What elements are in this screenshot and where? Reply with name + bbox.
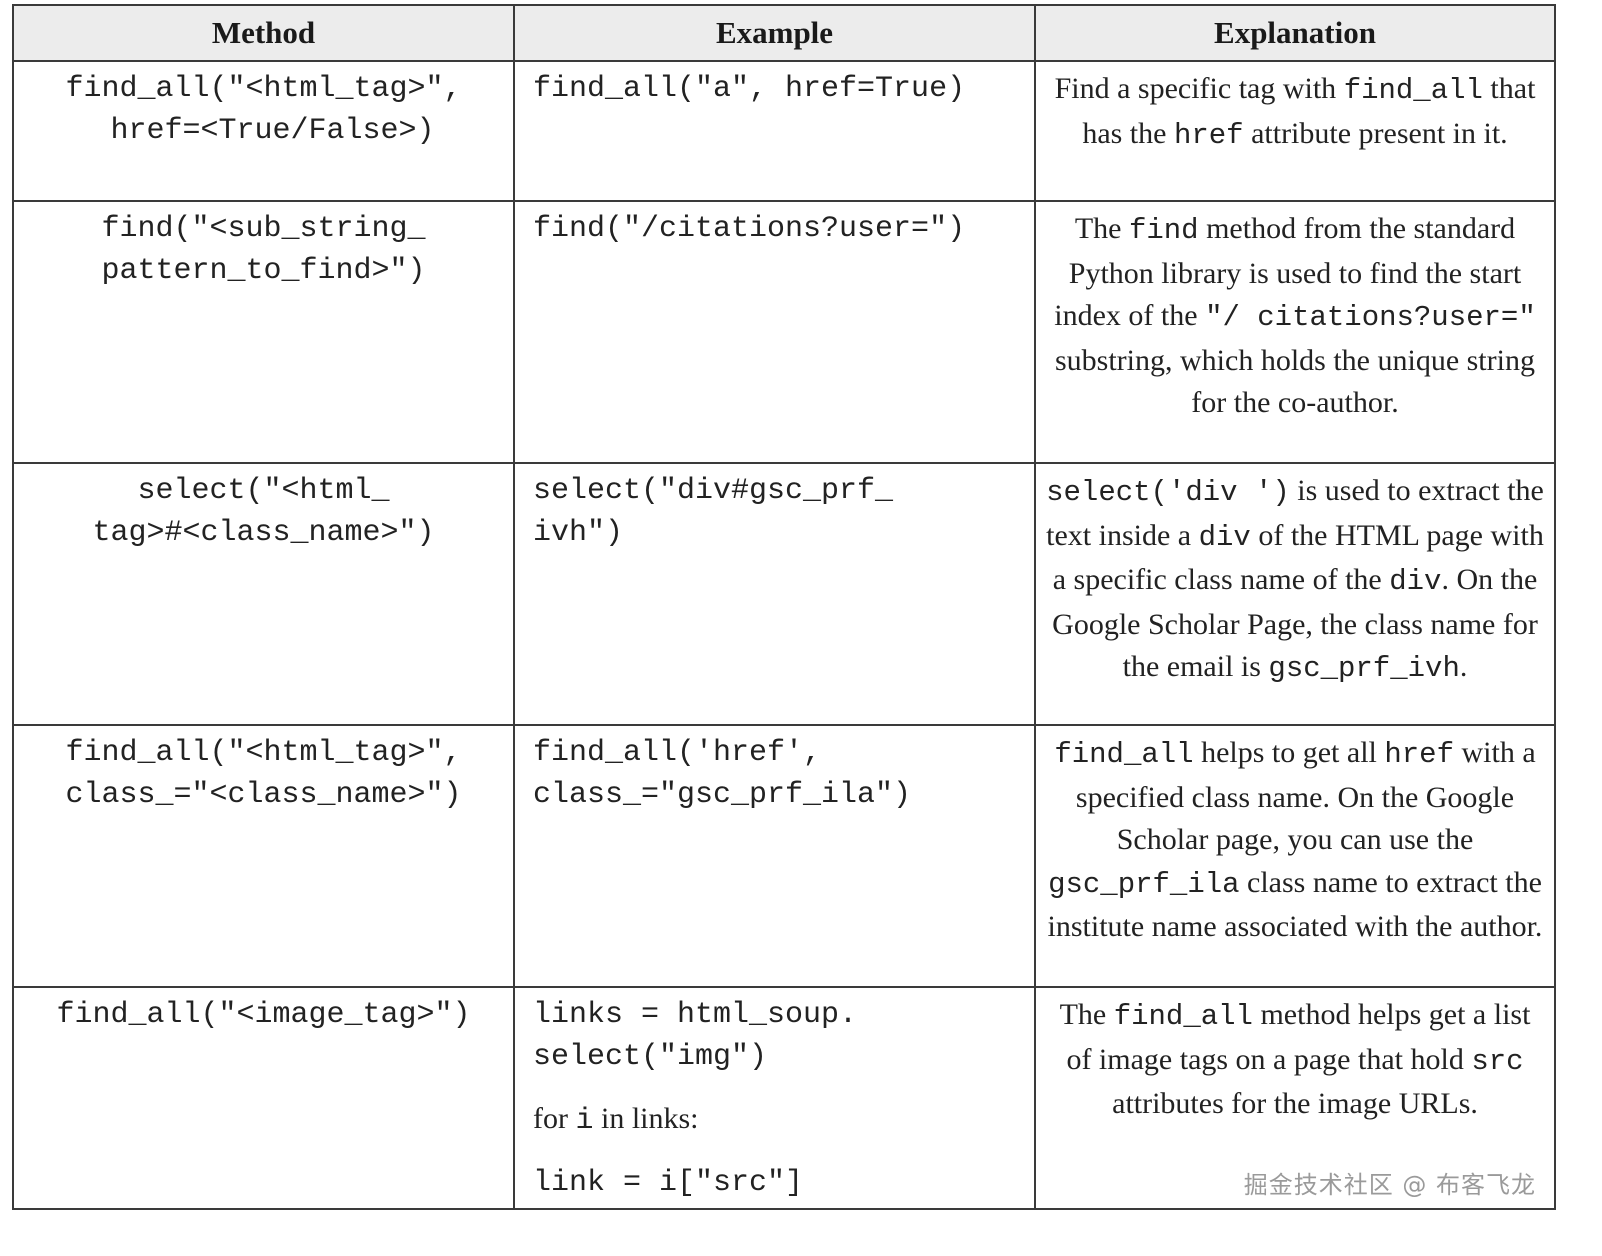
inline-text: of the HTML page with a specific class n…: [1052, 518, 1544, 597]
example-code-link: link = i["src"]: [533, 1166, 804, 1200]
explanation-text: The find method from the standard Python…: [1036, 202, 1554, 429]
explanation-text: Find a specific tag with find_all that h…: [1036, 62, 1554, 161]
table-row: find_all("<image_tag>") links = html_sou…: [12, 986, 1556, 1210]
inline-text: class name to extract the institute name…: [1047, 865, 1543, 944]
inline-code: src: [1471, 1044, 1524, 1078]
explanation-text: The find_all method helps get a list of …: [1036, 988, 1554, 1130]
header-explanation: Explanation: [1034, 4, 1556, 62]
table-row: find_all("<html_tag>", href=<True/False>…: [12, 60, 1556, 202]
example-code: find_all("a", href=True): [533, 72, 966, 106]
inline-code: href: [1384, 738, 1454, 771]
method-code: find_all("<html_tag>", href=<True/False>…: [65, 72, 462, 148]
inline-code: gsc_prf_ivh: [1268, 652, 1460, 685]
inline-text: The: [1059, 998, 1114, 1031]
explanation-cell: Find a specific tag with find_all that h…: [1034, 60, 1556, 202]
inline-code: "/ citations?user=": [1205, 301, 1536, 334]
inline-text: substring, which holds the unique string…: [1055, 343, 1535, 420]
explanation-cell: The find method from the standard Python…: [1034, 200, 1556, 464]
table-row: find("<sub_string_ pattern_to_find>") fi…: [12, 200, 1556, 464]
inline-text: attributes for the image URLs.: [1112, 1087, 1478, 1120]
inline-code: div: [1198, 520, 1251, 554]
method-code: find_all("<html_tag>", class_="<class_na…: [65, 736, 462, 812]
inline-text: The: [1074, 212, 1129, 245]
example-code-links: links = html_soup. select("img"): [533, 998, 858, 1074]
inline-code: gsc_prf_ila: [1048, 867, 1240, 901]
inline-text: .: [1459, 650, 1468, 683]
inline-text: attribute present in it.: [1243, 116, 1508, 150]
header-method: Method: [12, 4, 515, 62]
explanation-text: find_all helps to get all href with a sp…: [1036, 726, 1554, 953]
example-text-in-links: in links:: [593, 1102, 699, 1135]
explanation-cell: find_all helps to get all href with a sp…: [1034, 724, 1556, 988]
table-row: find_all("<html_tag>", class_="<class_na…: [12, 724, 1556, 988]
example-cell: find_all('href', class_="gsc_prf_ila"): [513, 724, 1036, 988]
example-code: links = html_soup. select("img") for i in…: [515, 988, 1034, 1204]
inline-text: that has the: [1082, 72, 1536, 150]
explanation-cell: select('div ') is used to extract the te…: [1034, 462, 1556, 726]
example-code: find("/citations?user="): [533, 212, 966, 246]
example-code-i: i: [575, 1104, 594, 1138]
example-cell: links = html_soup. select("img") for i in…: [513, 986, 1036, 1210]
method-code: find("<sub_string_ pattern_to_find>"): [101, 212, 426, 288]
example-cell: find("/citations?user="): [513, 200, 1036, 464]
header-row: Method Example Explanation: [12, 4, 1556, 62]
example-text-for: for: [533, 1102, 576, 1135]
inline-code: find_all: [1113, 1000, 1253, 1033]
inline-code: find_all: [1054, 738, 1194, 771]
inline-text: with a specified class name. On the Goog…: [1075, 736, 1536, 856]
watermark: 掘金技术社区 @ 布客飞龙: [1243, 1171, 1536, 1199]
method-code: select("<html_ tag>#<class_name>"): [92, 474, 435, 550]
inline-code: find_all: [1343, 74, 1483, 107]
table-row: select("<html_ tag>#<class_name>") selec…: [12, 462, 1556, 726]
inline-text: Find a specific tag with: [1054, 72, 1344, 105]
example-code: find_all('href', class_="gsc_prf_ila"): [533, 736, 912, 812]
explanation-cell: The find_all method helps get a list of …: [1034, 986, 1556, 1210]
methods-table: Method Example Explanation find_all("<ht…: [12, 4, 1556, 1210]
inline-code: href: [1173, 118, 1244, 152]
method-code: find_all("<image_tag>"): [56, 998, 471, 1032]
example-code: select("div#gsc_prf_ ivh"): [533, 474, 894, 550]
example-cell: select("div#gsc_prf_ ivh"): [513, 462, 1036, 726]
method-cell: find_all("<html_tag>", href=<True/False>…: [12, 60, 515, 202]
inline-text: method from the standard Python library …: [1054, 212, 1522, 332]
inline-text: is used to extract the text inside a: [1046, 474, 1544, 552]
example-cell: find_all("a", href=True): [513, 60, 1036, 202]
method-cell: find_all("<image_tag>"): [12, 986, 515, 1210]
inline-text: . On the Google Scholar Page, the class …: [1052, 563, 1538, 683]
method-cell: select("<html_ tag>#<class_name>"): [12, 462, 515, 726]
inline-text: method helps get a list of image tags on…: [1066, 998, 1531, 1076]
inline-code: find: [1128, 214, 1199, 247]
inline-text: helps to get all: [1193, 736, 1385, 769]
inline-code: div: [1389, 565, 1442, 598]
inline-code: select('div '): [1046, 476, 1290, 509]
method-cell: find_all("<html_tag>", class_="<class_na…: [12, 724, 515, 988]
header-example: Example: [513, 4, 1036, 62]
method-cell: find("<sub_string_ pattern_to_find>"): [12, 200, 515, 464]
explanation-text: select('div ') is used to extract the te…: [1036, 464, 1554, 695]
